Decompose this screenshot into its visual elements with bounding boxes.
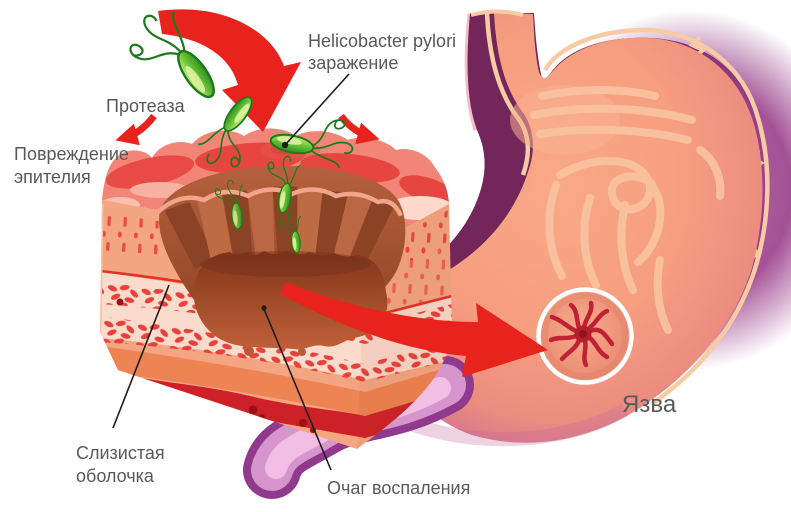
- stomach-lining-line-fundus: [543, 27, 770, 406]
- leader-infection: [285, 73, 350, 145]
- label-infection-line2: заражение: [308, 53, 398, 73]
- pool-top-shadow: [200, 251, 370, 277]
- esophagus-top-cut: [470, 9, 524, 17]
- rugae-folds: [530, 86, 725, 334]
- layer-muscle-dark-red: [100, 370, 452, 438]
- label-ulcer: Язва: [622, 391, 677, 418]
- ulcer-star: [548, 300, 615, 368]
- right-face-dashes: [372, 224, 452, 310]
- ulcer-callout: [536, 287, 634, 385]
- crater-rim-scallop: [155, 187, 403, 217]
- label-mucosa-line2: оболочка: [76, 466, 155, 486]
- labels: Протеаза Helicobacter pylori заражение П…: [14, 31, 677, 498]
- infection-arrows: [115, 9, 380, 146]
- antrum-shading: [397, 403, 629, 447]
- leader-mucosa: [112, 284, 170, 429]
- layer-blood-cells-row2: [100, 316, 452, 382]
- ulcer-circle-inner-shade: [542, 293, 628, 379]
- left-edge-highlight: [100, 203, 104, 333]
- leader-lines: [112, 73, 350, 471]
- pool-drip: [244, 346, 254, 356]
- spread-arrow-left: [115, 113, 157, 146]
- layer-muscle-orange: [100, 346, 452, 416]
- tissue-block: [100, 128, 452, 449]
- leader-inflammation-dot: [261, 305, 267, 311]
- leader-inflammation: [263, 308, 332, 471]
- label-infection-line1: Helicobacter pylori: [308, 31, 456, 51]
- pool-drip: [298, 348, 306, 356]
- label-damage-line1: Повреждение: [14, 144, 129, 164]
- label-protease: Протеаза: [106, 96, 186, 116]
- big-infection-arrow: [158, 9, 301, 132]
- label-mucosa-line1: Слизистая: [76, 443, 165, 463]
- leader-infection-dot: [281, 141, 289, 149]
- inflammation-pool: [193, 251, 388, 350]
- label-damage-line2: эпителия: [14, 167, 91, 187]
- spread-arrow-right: [338, 113, 380, 145]
- arrow-to-ulcer: [280, 282, 548, 377]
- label-inflammation: Очаг воспаления: [327, 478, 470, 498]
- interior-highlight: [510, 85, 620, 155]
